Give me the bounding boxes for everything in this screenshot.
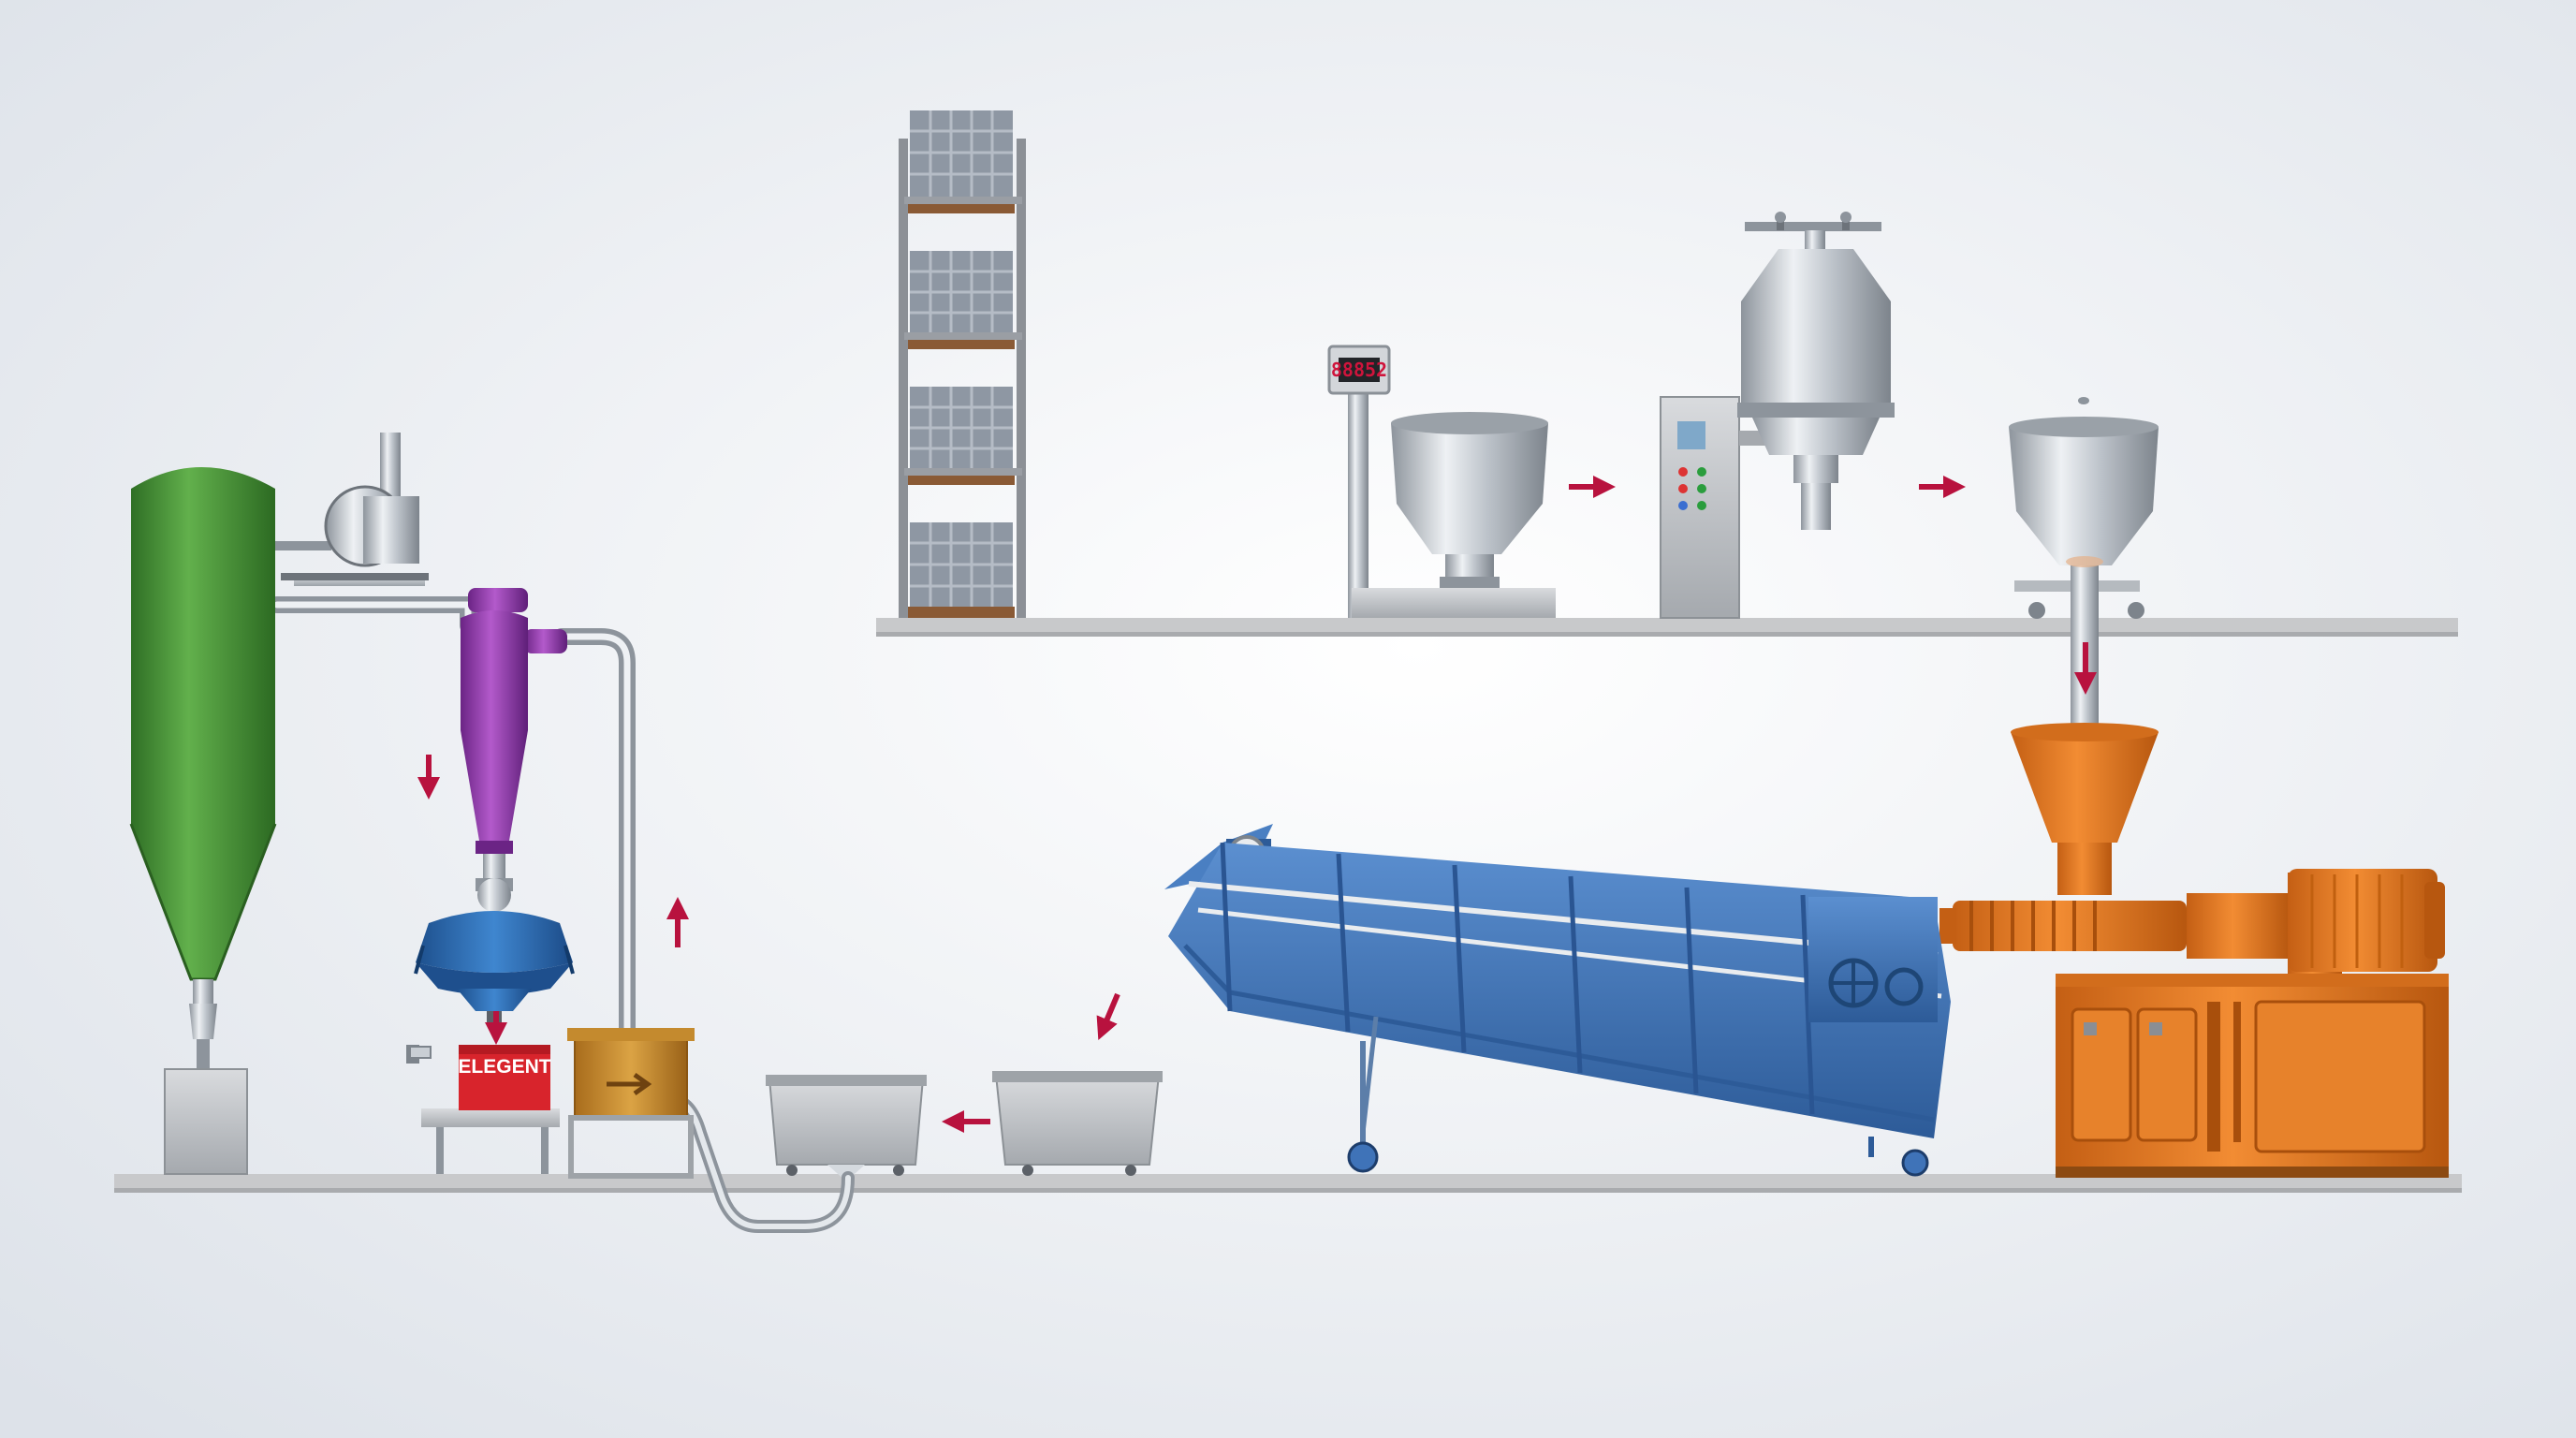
storage-silo	[129, 467, 277, 1175]
floor-shelf	[114, 1174, 2462, 1193]
upper-shelf	[876, 618, 2458, 637]
collection-bin-left	[766, 1075, 927, 1181]
flow-arrows	[417, 476, 2097, 1133]
flow-arrow-icon	[607, 1072, 652, 1096]
weighing-hopper: 88852	[1327, 345, 1556, 618]
feed-hopper	[2009, 397, 2159, 725]
inclined-conveyor	[1164, 824, 1951, 1177]
pallet-rack	[899, 110, 1026, 618]
collection-bin-right	[992, 1071, 1163, 1176]
dust-collector	[567, 1028, 695, 1179]
grinding-mill	[1660, 212, 1895, 619]
rack-level-4	[908, 522, 1015, 618]
rack-level-3	[904, 387, 1022, 485]
rack-level-2	[904, 251, 1022, 349]
scale-display: 88852	[1331, 359, 1387, 381]
control-lights-icon	[1678, 467, 1706, 510]
blower	[275, 433, 429, 586]
product-bag-label: ELEGENT	[458, 1056, 550, 1078]
extruder	[1939, 723, 2449, 1178]
vibrating-sieve	[414, 878, 575, 1022]
flow-arrow-icon	[1096, 992, 1120, 1041]
product-bag	[459, 1045, 550, 1110]
rack-level-1	[904, 110, 1022, 213]
bagging-scale: ELEGENT	[406, 1045, 560, 1174]
